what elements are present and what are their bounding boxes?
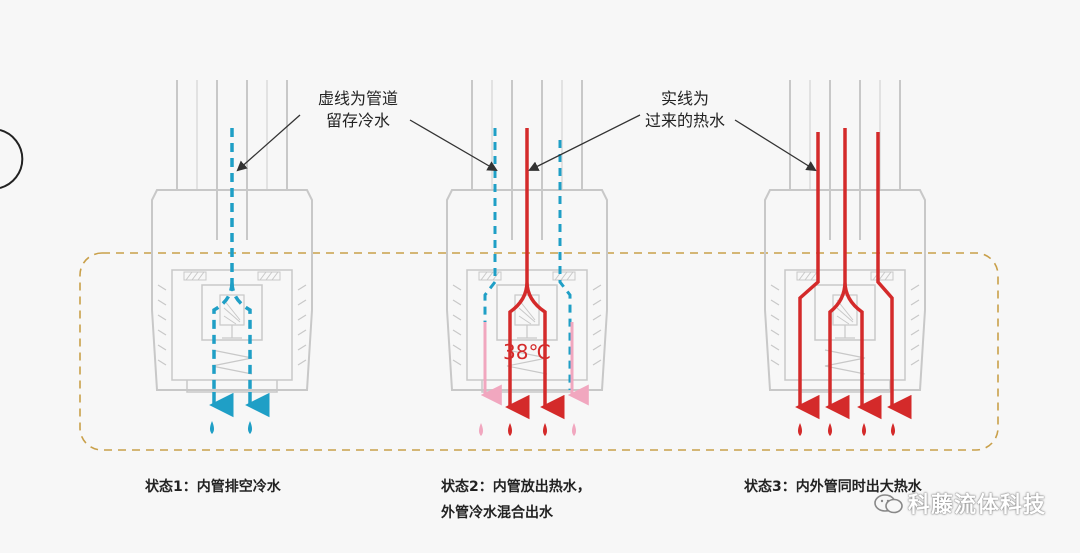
state-2-caption: 状态2：内管放出热水， 外管冷水混合出水	[441, 474, 591, 526]
edge-circle	[0, 129, 24, 189]
leader-line-dashed-2	[409, 119, 498, 172]
water-drop	[891, 423, 895, 436]
water-drop	[248, 421, 252, 434]
water-drop	[543, 423, 547, 436]
dashed-note-line-1: 虚线为管道	[318, 89, 399, 108]
state-2-caption-line-1: 状态2：内管放出热水，	[441, 479, 591, 495]
leader-line-dashed	[236, 114, 301, 172]
watermark-text: 科藤流体科技	[907, 493, 1046, 518]
wechat-icon	[874, 494, 903, 514]
solid-note-line-1: 实线为	[661, 89, 710, 108]
state-1-caption-line-1: 状态1：内管排空冷水	[145, 479, 281, 495]
water-drop	[828, 423, 832, 436]
state-1-flow	[209, 128, 270, 434]
water-drop	[862, 423, 866, 436]
dashed-note-line-2: 留存冷水	[326, 111, 391, 130]
leader-line-solid	[528, 114, 641, 171]
state-2-flow	[479, 128, 589, 436]
dashed-line-note: 虚线为管道 留存冷水	[318, 88, 398, 132]
state-3-flow	[795, 128, 912, 436]
water-drop	[508, 423, 512, 436]
state-3-caption: 状态3：内外管同时出大热水	[744, 474, 922, 500]
solid-line-note: 实线为 过来的热水	[645, 88, 725, 132]
state-3-caption-line-1: 状态3：内外管同时出大热水	[744, 479, 922, 495]
water-drop	[798, 423, 802, 436]
state-2-caption-line-2: 外管冷水混合出水	[441, 505, 553, 521]
leader-line-solid-2	[734, 119, 817, 172]
water-drop	[210, 421, 214, 434]
highlight-frame	[79, 252, 999, 451]
water-drop	[479, 423, 483, 436]
watermark: 科藤流体科技	[874, 487, 1046, 519]
solid-note-line-2: 过来的热水	[645, 111, 726, 130]
state-1-caption: 状态1：内管排空冷水	[145, 474, 281, 500]
water-drop	[572, 423, 576, 436]
temperature-label: 38℃	[503, 340, 551, 364]
